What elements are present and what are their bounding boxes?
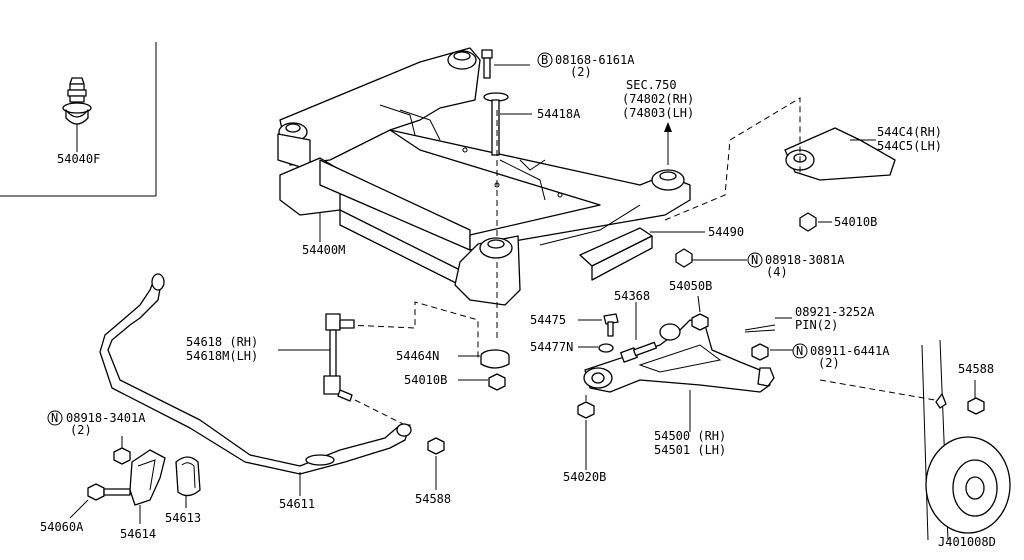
part-54040F-drawing[interactable] — [62, 77, 92, 152]
pin-08921-drawing[interactable] — [744, 317, 792, 333]
nut-08911-drawing[interactable] — [751, 343, 795, 361]
inset-frame — [0, 42, 157, 197]
prefix-text: N — [751, 253, 758, 267]
prefix-n-08918-3081: N — [747, 252, 763, 268]
label-54475[interactable]: 54475 — [530, 313, 566, 327]
label-54464N[interactable]: 54464N — [396, 349, 439, 363]
sec750-arrow — [664, 122, 672, 165]
label-sec750[interactable]: SEC.750 — [626, 78, 677, 92]
nut-54588-right-drawing[interactable] — [967, 380, 985, 415]
label-74803[interactable]: (74803(LH) — [622, 106, 694, 120]
stabilizer-bar-54611-drawing[interactable] — [99, 273, 412, 496]
leader-lines — [319, 64, 530, 242]
nut-54020B-drawing[interactable] — [577, 395, 595, 470]
knuckle-rotor-drawing[interactable] — [921, 339, 1011, 541]
label-54020B[interactable]: 54020B — [563, 470, 606, 484]
prefix-text: N — [796, 344, 803, 358]
label-54418A[interactable]: 54418A — [537, 107, 581, 121]
clamp-54614-drawing[interactable] — [129, 449, 166, 524]
label-54618M-lh[interactable]: 54618M(LH) — [186, 349, 258, 363]
stud-54418A-drawing[interactable] — [483, 92, 532, 156]
label-54618-rh[interactable]: 54618 (RH) — [186, 335, 258, 349]
bolt-08168-drawing[interactable] — [481, 49, 493, 79]
prefix-text: N — [51, 411, 58, 425]
prefix-text: B — [541, 53, 548, 67]
bolt-54368-drawing[interactable] — [620, 302, 658, 363]
nut-54588-bottom-drawing[interactable] — [427, 437, 445, 490]
label-54588-bottom[interactable]: 54588 — [415, 492, 451, 506]
nut-54010B-top-drawing[interactable] — [799, 212, 832, 232]
label-74802[interactable]: (74802(RH) — [622, 92, 694, 106]
label-54614[interactable]: 54614 — [120, 527, 156, 541]
label-08911-6441A[interactable]: 08911-6441A — [810, 344, 890, 358]
plate-54490-drawing[interactable] — [579, 227, 705, 281]
diagram-id: J401008D — [938, 535, 996, 549]
bushing-54464N-drawing[interactable] — [458, 349, 510, 369]
label-54613[interactable]: 54613 — [165, 511, 201, 525]
label-54060A[interactable]: 54060A — [40, 520, 84, 534]
subframe-54400M-drawing[interactable] — [277, 47, 691, 306]
label-54368[interactable]: 54368 — [614, 289, 650, 303]
prefix-n-08911: N — [792, 343, 808, 359]
label-08921-3252A[interactable]: 08921-3252A — [795, 305, 875, 319]
prefix-b-08168: B — [537, 52, 553, 68]
label-54400M[interactable]: 54400M — [302, 243, 345, 257]
label-08168-qty: (2) — [570, 65, 592, 79]
label-54490[interactable]: 54490 — [708, 225, 744, 239]
label-54501-lh[interactable]: 54501 (LH) — [654, 443, 726, 457]
prefix-n-08918-3401: N — [47, 410, 63, 426]
bolt-54060A-drawing[interactable] — [69, 483, 131, 519]
label-54040F[interactable]: 54040F — [57, 152, 100, 166]
label-54611[interactable]: 54611 — [279, 497, 315, 511]
label-08918-3401A-qty: (2) — [70, 423, 92, 437]
label-54500-rh[interactable]: 54500 (RH) — [654, 429, 726, 443]
washer-54477N-drawing[interactable] — [578, 343, 614, 353]
lower-arm-54500-drawing[interactable] — [583, 319, 775, 432]
dashed-boundaries — [347, 97, 936, 426]
label-08918-3401A[interactable]: 08918-3401A — [66, 411, 146, 425]
label-08911-qty: (2) — [818, 356, 840, 370]
label-544C4[interactable]: 544C4(RH) — [877, 125, 942, 139]
label-544C5[interactable]: 544C5(LH) — [877, 139, 942, 153]
nut-54010B-mid-drawing[interactable] — [458, 373, 506, 391]
label-08918-3081A[interactable]: 08918-3081A — [765, 253, 845, 267]
nut-54050B-drawing[interactable] — [691, 295, 709, 331]
bushing-54613-drawing[interactable] — [175, 456, 201, 508]
bolt-54475-drawing[interactable] — [578, 313, 619, 337]
label-54588-right[interactable]: 54588 — [958, 362, 994, 376]
label-08921-pin: PIN(2) — [795, 318, 838, 332]
label-54010B-top[interactable]: 54010B — [834, 215, 877, 229]
label-08918-3081A-qty: (4) — [766, 265, 788, 279]
label-54477N[interactable]: 54477N — [530, 340, 573, 354]
nut-08918-3081A-drawing[interactable] — [675, 248, 747, 268]
nut-08918-3401A-drawing[interactable] — [113, 436, 131, 465]
stabilizer-link-54618-drawing[interactable] — [278, 313, 355, 402]
label-54010B-mid[interactable]: 54010B — [404, 373, 447, 387]
label-54050B[interactable]: 54050B — [669, 279, 712, 293]
label-08168-6161A[interactable]: 08168-6161A — [555, 53, 635, 67]
